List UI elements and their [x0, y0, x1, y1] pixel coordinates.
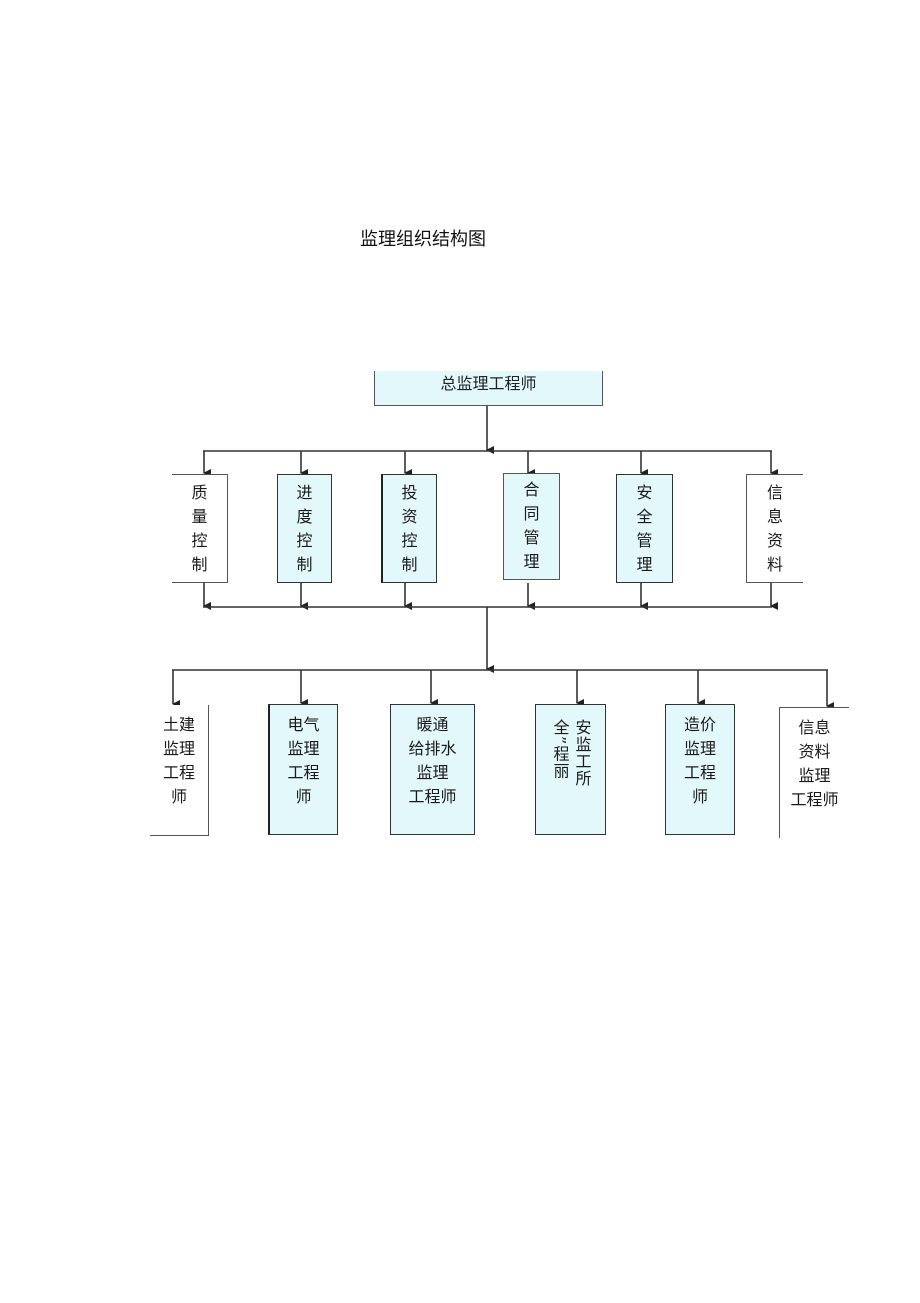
box-line: 监理 — [287, 739, 320, 758]
box-line: 造价 — [683, 715, 716, 734]
box-line: 给排水 — [408, 739, 457, 758]
box-vertical-line: 安监工所 — [572, 719, 592, 787]
information-records-box: 信 息 资 料 — [746, 474, 803, 583]
box-line: 监理 — [162, 739, 195, 758]
box-char: 量 — [191, 507, 208, 526]
cost-engineer-box: 造价 监理 工程 师 — [665, 704, 735, 835]
box-line: 信息 — [798, 718, 831, 737]
box-char: 质 — [191, 483, 208, 502]
contract-management-box: 合 同 管 理 — [503, 473, 560, 580]
quality-control-box: 质 量 控 制 — [172, 474, 228, 583]
box-char: 同 — [523, 504, 540, 523]
safety-engineer-box: 全”程丽 安监工所 — [535, 704, 606, 835]
box-line: 工程师 — [408, 787, 457, 806]
box-line: 工程 — [162, 763, 195, 782]
box-char: 度 — [296, 507, 313, 526]
box-char: 全 — [636, 507, 653, 526]
box-line: 师 — [691, 787, 708, 806]
box-line: 监理 — [683, 739, 716, 758]
box-char: 资 — [766, 531, 783, 550]
box-char: 息 — [766, 507, 783, 526]
box-char: 安 — [636, 483, 653, 502]
chief-supervising-engineer-box: 总监理工程师 — [374, 371, 603, 406]
box-char: 理 — [636, 555, 653, 574]
box-line: 工程 — [683, 763, 716, 782]
box-char: 制 — [191, 555, 208, 574]
box-line: 电气 — [287, 715, 320, 734]
investment-control-box: 投 资 控 制 — [381, 474, 437, 583]
box-char: 进 — [296, 483, 313, 502]
electrical-engineer-box: 电气 监理 工程 师 — [268, 704, 338, 835]
box-char: 制 — [296, 555, 313, 574]
box-line: 资料 — [798, 742, 831, 761]
schedule-control-box: 进 度 控 制 — [277, 474, 332, 583]
box-char: 控 — [401, 531, 418, 550]
box-line: 师 — [170, 787, 187, 806]
civil-engineer-box: 土建 监理 工程 师 — [150, 705, 209, 836]
box-line: 工程 — [287, 763, 320, 782]
box-char: 资 — [401, 507, 418, 526]
box-char: 管 — [523, 528, 540, 547]
box-char: 管 — [636, 531, 653, 550]
box-vertical-line: 全”程丽 — [550, 719, 570, 780]
box-char: 信 — [766, 483, 783, 502]
box-line: 暖通 — [416, 715, 449, 734]
box-line: 监理 — [416, 763, 449, 782]
box-line: 工程师 — [790, 790, 839, 809]
box-line: 师 — [295, 787, 312, 806]
box-char: 合 — [523, 480, 540, 499]
information-engineer-box: 信息 资料 监理 工程师 — [779, 707, 849, 838]
box-char: 理 — [523, 552, 540, 571]
box-char: 控 — [296, 531, 313, 550]
box-char: 投 — [401, 483, 418, 502]
box-line: 土建 — [162, 715, 195, 734]
box-char: 制 — [401, 555, 418, 574]
diagram-title: 监理组织结构图 — [360, 229, 486, 250]
hvac-plumbing-engineer-box: 暖通 给排水 监理 工程师 — [390, 704, 475, 835]
box-line: 监理 — [798, 766, 831, 785]
safety-management-box: 安 全 管 理 — [616, 474, 673, 583]
box-char: 控 — [191, 531, 208, 550]
box-char: 料 — [766, 555, 783, 574]
